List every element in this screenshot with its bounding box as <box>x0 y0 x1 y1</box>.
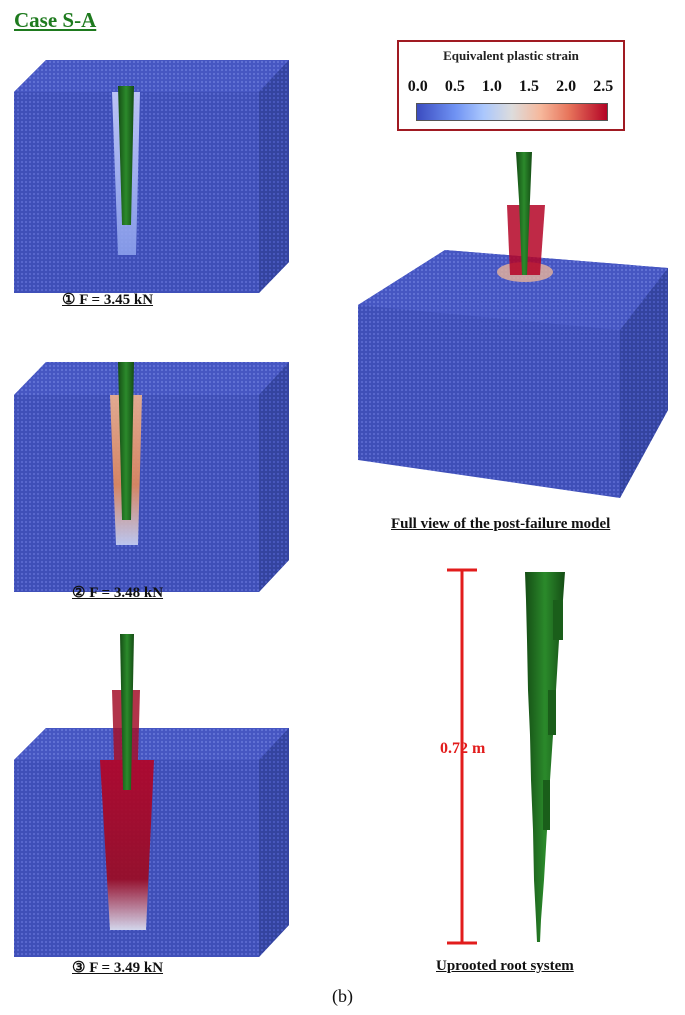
panel-1-caption: ① F = 3.45 kN <box>62 292 154 308</box>
full-view-caption: Full view of the post-failure model <box>391 516 611 532</box>
figure-title: Case S-A <box>14 8 97 32</box>
scale-length-label: 0.72 m <box>440 740 486 757</box>
soil-block-2 <box>14 362 289 592</box>
legend-tick: 1.5 <box>519 78 540 95</box>
soil-block-3 <box>14 634 289 957</box>
figure-sublabel: (b) <box>332 986 353 1006</box>
full-view-block <box>358 152 668 498</box>
panel-3-caption: ③ F = 3.49 kN <box>72 960 164 976</box>
legend-tick: 0.5 <box>444 78 465 95</box>
root-3 <box>120 634 134 790</box>
legend-tick: 2.0 <box>556 78 577 95</box>
full-view-root <box>516 152 532 275</box>
uprooted-root <box>525 572 565 942</box>
legend-tick: 2.5 <box>593 78 614 95</box>
colorbar-legend: Equivalent plastic strain 0.0 0.5 1.0 1.… <box>397 40 625 131</box>
legend-tick: 0.0 <box>407 78 428 95</box>
strain-zone-3 <box>100 760 154 930</box>
legend-tick: 1.0 <box>481 78 502 95</box>
soil-block-1 <box>14 60 289 293</box>
scale-bar <box>447 568 477 945</box>
panel-2-caption: ② F = 3.48 kN <box>72 585 164 601</box>
root-caption: Uprooted root system <box>436 958 574 974</box>
colorbar-gradient <box>416 103 608 121</box>
root-1 <box>118 86 134 225</box>
legend-title: Equivalent plastic strain <box>443 48 579 63</box>
root-2 <box>118 362 134 520</box>
